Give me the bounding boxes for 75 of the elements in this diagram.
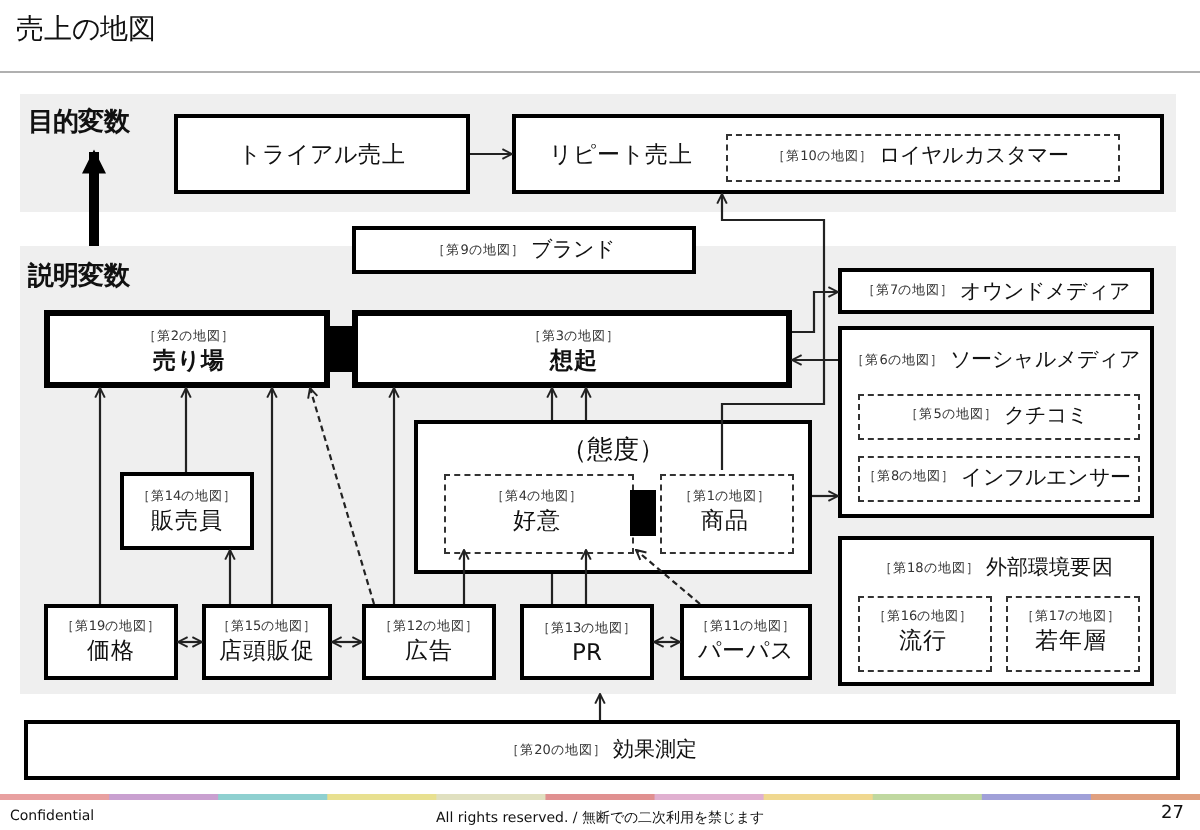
sub-map-box [1006,596,1140,672]
arrow [331,636,363,648]
arrow [180,387,192,472]
map-box [202,604,332,680]
map-box [520,604,654,680]
box-label: 広告 [405,636,453,666]
box-label: 外部環境要因 [985,554,1113,582]
arrow [716,193,826,470]
map-box [512,114,1164,194]
box-label: 効果測定 [612,736,698,764]
arrow [635,549,701,605]
box-label: インフルエンサー [961,463,1131,491]
box-label: 流行 [899,626,947,656]
map-box [352,310,792,388]
arrow [458,549,470,604]
arrow [224,549,236,604]
box-label: 販売員 [151,505,223,535]
arrow [812,490,839,502]
map-box [362,604,496,680]
arrow [388,387,400,604]
map-box [120,472,254,550]
box-label: ロイヤルカスタマー [878,142,1070,170]
thick-arrow [82,149,106,246]
map-box [414,420,812,574]
sub-map-box [858,394,1140,440]
box-label: 好意 [513,506,561,536]
map-box [838,536,1154,686]
box-label: 価格 [87,636,135,666]
panel-heading: 目的変数 [28,105,129,140]
box-label: クチコミ [1003,401,1089,429]
box-label: 若年層 [1035,626,1107,656]
variable-panel [20,94,1176,212]
arrow [791,354,838,366]
map-box [174,114,470,194]
box-label: 売り場 [153,345,225,375]
box-label: ソーシャルメディア [949,346,1141,374]
connector-line [550,574,554,604]
connector-block [330,326,352,372]
map-box [838,326,1154,518]
sub-map-box [858,596,992,672]
box-label: （態度） [561,434,665,468]
connector-block [630,490,656,536]
arrow [470,148,513,160]
sub-map-box [444,474,634,554]
arrow [94,387,106,604]
sub-map-box [726,134,1120,182]
map-box [24,720,1180,780]
box-label: PR [572,637,602,665]
arrow [307,387,376,605]
page-number: 27 [1161,804,1184,824]
box-label: トライアル売上 [238,139,406,169]
arrow [580,549,592,604]
arrow [653,636,681,648]
arrow [594,693,606,720]
sub-map-box [858,456,1140,502]
map-box [44,604,178,680]
map-box [838,268,1154,314]
panel-heading: 説明変数 [28,259,129,294]
arrow [580,387,592,420]
box-label: 想起 [550,345,598,375]
map-box [352,226,696,274]
arrow [792,286,839,334]
arrow [177,636,203,648]
box-label: ブランド [530,236,616,264]
box-label: パーパス [698,636,794,666]
arrow [546,387,558,420]
sub-map-box [660,474,794,554]
map-box [44,310,330,388]
page-title: 売上の地図 [16,12,156,48]
box-label: リピート売上 [549,139,693,169]
box-label: オウンドメディア [960,277,1130,305]
map-box [680,604,812,680]
arrow [266,387,278,604]
box-label: 店頭販促 [219,636,315,666]
box-label: 商品 [701,506,749,536]
